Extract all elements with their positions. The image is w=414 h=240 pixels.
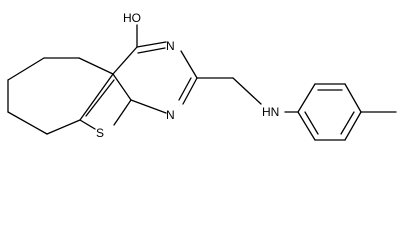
bond (344, 111, 362, 141)
bond (182, 77, 198, 105)
cyclohexane-ring (7, 57, 114, 135)
amine-label: HN (262, 105, 279, 119)
bond (78, 57, 114, 75)
bond (137, 47, 166, 54)
ring-nitrogen-bottom-label: N (166, 108, 175, 122)
methylamino-linker (196, 77, 299, 113)
bond (79, 73, 114, 121)
pyrimidine-ring (112, 41, 198, 114)
bond (112, 73, 132, 101)
thiophene-ring (79, 73, 132, 130)
tolyl-ring (297, 83, 397, 141)
sulfur-label: S (96, 126, 104, 140)
bond (178, 77, 192, 101)
bond (130, 99, 167, 114)
bond (112, 46, 138, 75)
bond (7, 111, 48, 135)
hydroxyl-label: HO (123, 11, 141, 25)
bond (340, 111, 355, 135)
bond (180, 50, 198, 79)
bond (297, 111, 316, 141)
bond (7, 57, 45, 81)
molecule-structure: HO N N S HN (7, 11, 397, 141)
bond (46, 119, 81, 135)
bond (304, 111, 319, 135)
bond (113, 99, 132, 126)
bond (344, 83, 362, 113)
ring-nitrogen-top-label: N (166, 39, 175, 53)
bond (85, 79, 115, 117)
bond (136, 41, 167, 48)
bond (297, 83, 316, 113)
bond (232, 77, 262, 105)
bond (79, 119, 96, 130)
